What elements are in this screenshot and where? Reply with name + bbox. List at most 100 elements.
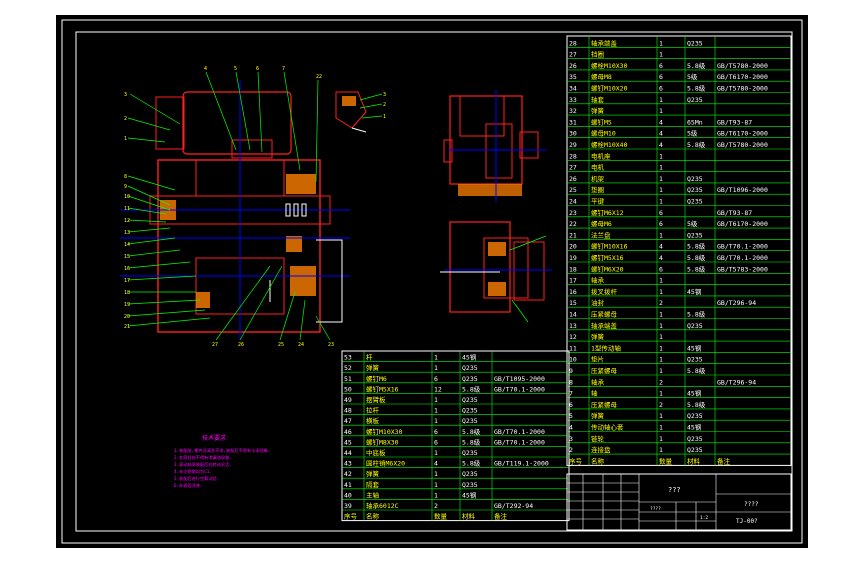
table-cell: 中底板 (366, 448, 386, 457)
table-cell: 32 (569, 107, 577, 115)
table-cell: 4 (659, 118, 663, 126)
table-cell: 1 (434, 417, 438, 425)
header-cell: 备注 (494, 512, 508, 521)
table-cell: 41 (344, 481, 352, 489)
table-cell: GB/T93-87 (717, 209, 752, 217)
table-cell: 主轴 (366, 490, 380, 499)
table-cell: 5.8级 (687, 400, 706, 409)
side-view[interactable] (443, 90, 546, 202)
table-cell: GB/T5780-2000 (717, 141, 768, 149)
table-cell: 6 (659, 73, 663, 81)
table-cell: 5.8级 (687, 253, 706, 262)
table-cell: 1 (659, 186, 663, 194)
table-cell: 5.8级 (462, 427, 481, 436)
table-cell: 垫片 (591, 355, 604, 364)
table-cell: 5.8级 (687, 310, 706, 319)
table-cell: 1 (659, 39, 663, 47)
table-cell: Q235 (462, 470, 478, 478)
table-cell: Q235 (687, 412, 703, 420)
table-cell: 1 (434, 364, 438, 372)
table-cell: 挡圈 (591, 50, 604, 59)
table-cell: 45钢 (462, 354, 477, 362)
table-cell: 螺钉M10X30 (366, 427, 403, 436)
table-cell: 28 (569, 39, 577, 47)
svg-text:4: 4 (204, 66, 207, 72)
table-cell: 50 (344, 385, 352, 393)
leader-lines (127, 71, 331, 341)
detail-view-a[interactable]: 321 (335, 91, 386, 133)
table-cell: 螺钉M5 (591, 117, 612, 126)
table-cell: GB/T296-94 (717, 378, 756, 386)
table-cell: 连接盘 (591, 445, 611, 454)
dimension-bracket (316, 239, 343, 323)
table-cell: GB/T119.1-2000 (494, 460, 549, 468)
side-section-view[interactable] (440, 221, 552, 323)
table-cell: 弹簧 (366, 469, 380, 478)
svg-text:10: 10 (124, 194, 130, 200)
header-cell: 材料 (462, 512, 476, 521)
table-cell: GB/T70.1-2000 (717, 243, 768, 251)
table-cell: Q235 (462, 364, 478, 372)
title-block[interactable]: ??? ???? TJ-00? 1:2 ???? (566, 473, 792, 531)
table-cell: 压紧螺母 (591, 366, 618, 375)
hatched-parts (160, 174, 316, 308)
